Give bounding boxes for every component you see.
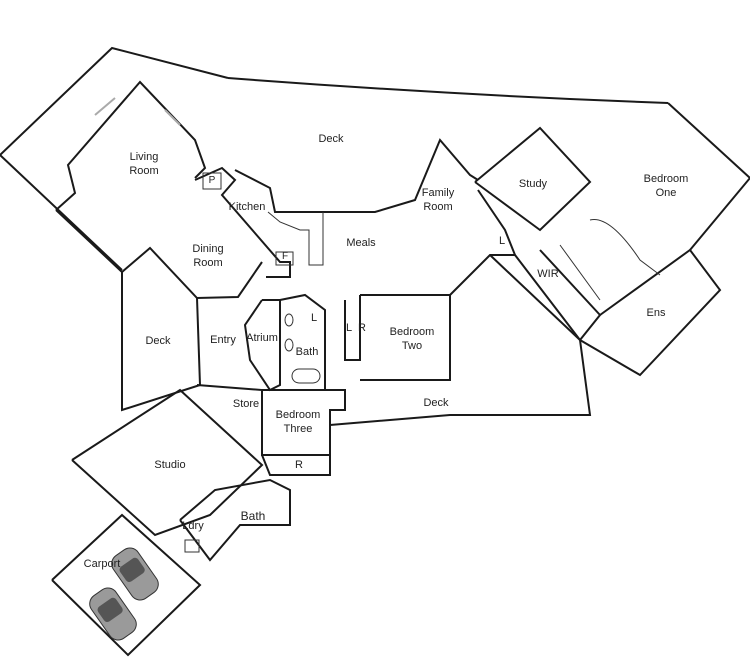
room-label-store: Store (232, 398, 260, 410)
room-label-bath-main: Bath (295, 346, 319, 358)
laundry-tub (184, 539, 200, 553)
room-label-bedroom-three: Bedroom Three (275, 409, 321, 435)
room-label-studio: Studio (154, 459, 186, 471)
window (164, 109, 181, 126)
room-label-ensuite: Ens (646, 307, 666, 319)
family-room-right (449, 189, 517, 296)
robe-walls (344, 295, 361, 361)
room-label-robe-three: R (295, 459, 303, 471)
atrium-walls (243, 299, 281, 392)
carport-walls (51, 513, 202, 657)
studio-walls (71, 388, 264, 537)
room-label-meals: Meals (346, 237, 376, 249)
room-label-laundry: Ldry (182, 520, 204, 532)
basin (284, 313, 294, 327)
deck-left-walls (121, 272, 202, 412)
car-icon (111, 547, 159, 601)
room-label-family-room: Family Room (421, 187, 455, 213)
deck-bottom (329, 254, 592, 426)
deck-curve (227, 77, 669, 104)
room-label-robe-two: R (358, 322, 366, 334)
pantry-box (202, 172, 222, 190)
room-label-wir: WIR (537, 268, 559, 280)
living-room-walls (55, 80, 207, 211)
room-label-dining-room: Dining Room (192, 243, 224, 269)
room-label-bath-studio: Bath (240, 509, 266, 523)
basin (284, 338, 294, 352)
room-label-linen-hall: L (345, 322, 353, 334)
bedroom-three-walls (261, 389, 346, 476)
laundry-bath-walls (179, 478, 291, 562)
car-icon (89, 587, 137, 641)
room-label-bedroom-one: Bedroom One (643, 173, 689, 199)
fridge-box (275, 251, 294, 266)
wir-robes (559, 219, 661, 301)
room-label-deck-bottom: Deck (423, 397, 449, 409)
room-label-pantry: P (208, 175, 216, 186)
room-label-linen-study: L (498, 235, 506, 247)
room-label-deck-top: Deck (318, 133, 344, 145)
room-label-carport: Carport (83, 558, 121, 570)
room-label-bedroom-two: Bedroom Two (389, 326, 435, 352)
living-dining-wall (55, 209, 263, 300)
deck-left-edge (0, 154, 123, 271)
kitchen-walls (194, 166, 291, 278)
deck-outline (0, 46, 229, 156)
ensuite-walls (579, 248, 722, 377)
bath-walls (279, 293, 326, 391)
bedroom-two-walls (360, 294, 451, 381)
room-label-entry: Entry (210, 334, 236, 346)
room-label-linen-bath: L (310, 312, 318, 324)
room-label-kitchen: Kitchen (228, 201, 266, 213)
wir-walls (514, 249, 602, 342)
room-label-study: Study (518, 178, 548, 190)
kitchen-bench (234, 138, 479, 213)
bedroom-one-outer (667, 102, 750, 251)
window (94, 97, 116, 116)
room-label-fridge: F (281, 251, 289, 262)
room-label-deck-left: Deck (145, 335, 171, 347)
study-walls (474, 126, 592, 232)
room-label-living-room: Living Room (129, 151, 159, 177)
kitchen-step (267, 211, 324, 266)
bathtub (291, 368, 321, 384)
room-label-atrium: Atrium (246, 332, 278, 344)
